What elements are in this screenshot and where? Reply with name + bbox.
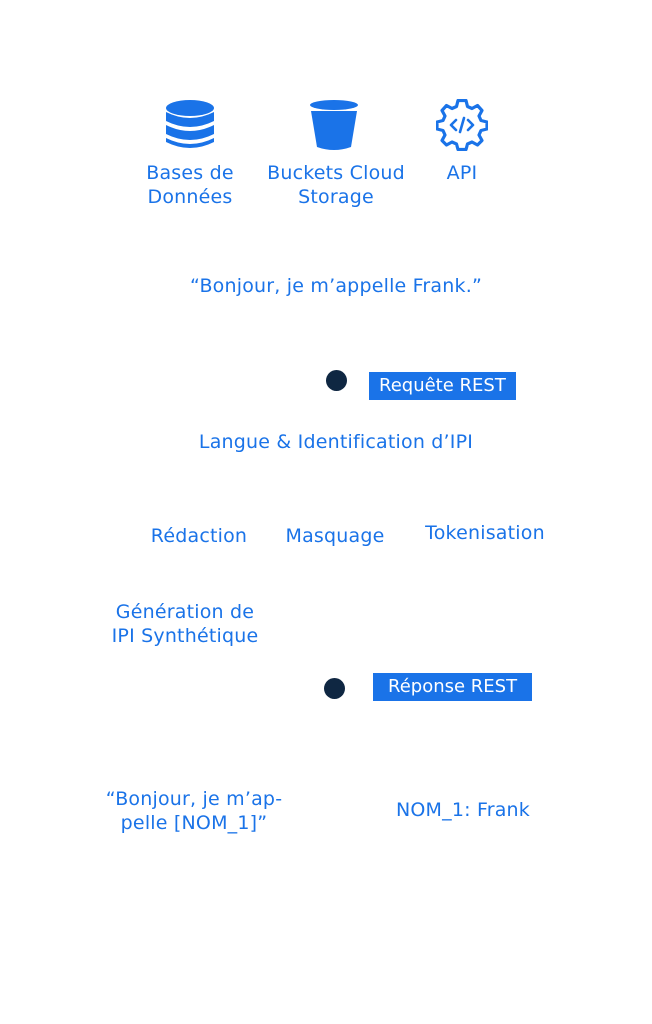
output-quote: “Bonjour, je m’ap- pelle [NOM_1]” — [96, 787, 292, 835]
source-label-api: API — [422, 161, 502, 185]
detection-label: Langue & Identification d’IPI — [198, 431, 474, 453]
source-label-databases: Bases de Données — [130, 161, 250, 209]
synthetic-generation-label: Génération de IPI Synthétique — [100, 600, 270, 648]
synthetic-label-line: IPI Synthétique — [111, 625, 259, 647]
api-gear-icon — [436, 99, 488, 151]
source-label-line: API — [446, 162, 478, 184]
source-label-line: Buckets Cloud — [267, 162, 405, 184]
output-quote-line: pelle [NOM_1]” — [120, 812, 268, 834]
source-label-line: Storage — [298, 186, 374, 208]
method-masking: Masquage — [285, 525, 385, 547]
response-badge: Réponse REST — [373, 673, 533, 701]
source-label-line: Bases de — [146, 162, 234, 184]
token-mapping: NOM_1: Frank — [395, 799, 531, 821]
method-tokenization: Tokenisation — [425, 522, 545, 544]
source-label-buckets: Buckets Cloud Storage — [256, 161, 416, 209]
response-dot — [324, 678, 345, 699]
database-icon — [164, 99, 216, 151]
bucket-icon — [308, 99, 360, 151]
synthetic-label-line: Génération de — [115, 601, 255, 623]
source-label-line: Données — [147, 186, 233, 208]
request-badge: Requête REST — [369, 372, 516, 400]
input-quote: “Bonjour, je m’appelle Frank.” — [189, 275, 483, 297]
output-quote-line: “Bonjour, je m’ap- — [105, 788, 283, 810]
request-dot — [326, 370, 347, 391]
method-redaction: Rédaction — [150, 525, 248, 547]
